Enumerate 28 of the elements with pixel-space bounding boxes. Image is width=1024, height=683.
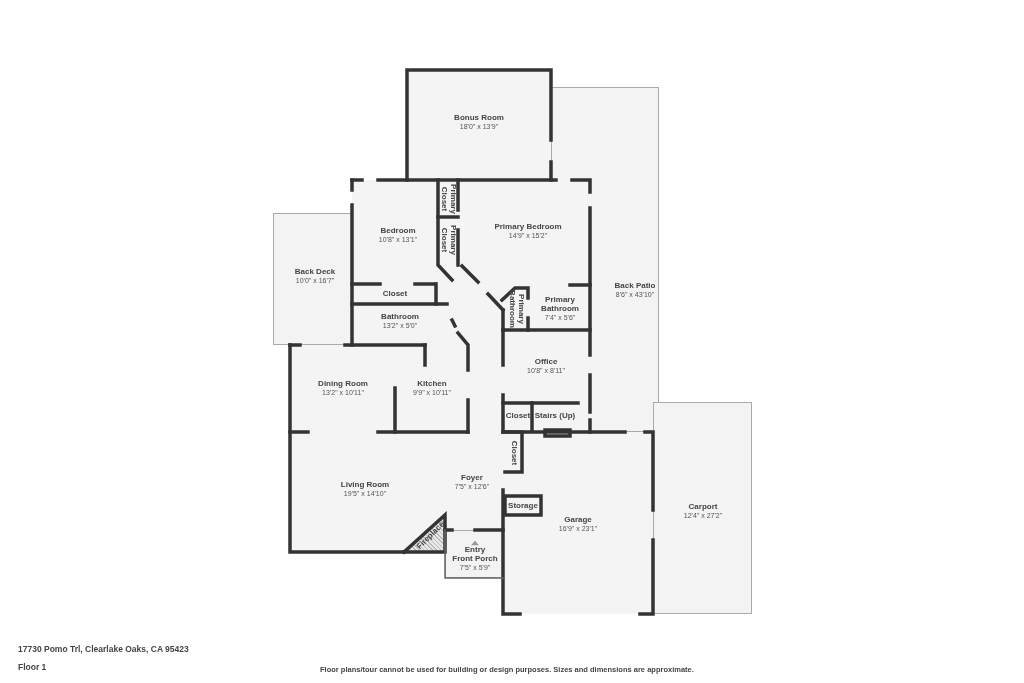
floor-label: Floor 1 xyxy=(18,662,47,672)
room-name: Office xyxy=(534,358,558,368)
room-name: Closet xyxy=(382,289,408,299)
room-name: Carport xyxy=(688,503,718,513)
room-name: Front Porch xyxy=(452,554,498,564)
room-name: Back Deck xyxy=(294,268,336,278)
room-name: Primary Closet xyxy=(439,183,457,216)
carport-area xyxy=(653,402,752,614)
room-name: Primary Bedroom xyxy=(494,223,562,233)
room-name: Foyer xyxy=(461,474,483,484)
room-name: Closet xyxy=(509,440,519,466)
deck-area xyxy=(273,213,352,345)
room-name: Back Patio xyxy=(614,282,656,292)
room-name: Closet xyxy=(505,411,531,421)
address-text: 17730 Pomo Trl, Clearlake Oaks, CA 95423 xyxy=(18,644,189,654)
room-name: Entry xyxy=(464,545,486,554)
room-name: Bedroom xyxy=(380,227,416,237)
room-name: Dining Room xyxy=(318,380,368,390)
room-name: Primary Bathroom xyxy=(540,296,580,314)
room-name: Primary Closet xyxy=(439,224,457,257)
room-name: Bonus Room xyxy=(454,114,504,124)
room-name: Bathroom xyxy=(381,313,419,323)
room-name: Stairs (Up) xyxy=(534,411,576,421)
room-name: Garage xyxy=(564,516,592,526)
room-area xyxy=(407,70,551,180)
room-name: Storage xyxy=(508,501,538,511)
room-name: Kitchen xyxy=(417,380,447,390)
room-name: Living Room xyxy=(340,481,390,491)
